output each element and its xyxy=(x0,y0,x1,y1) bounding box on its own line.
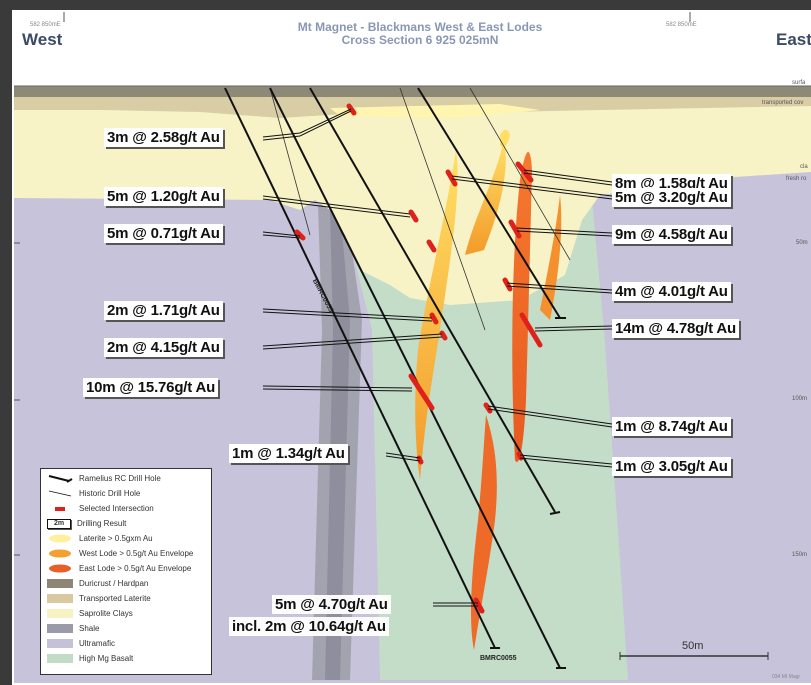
ultramafic-swatch xyxy=(47,639,73,649)
rc-drill-hole-icon xyxy=(47,474,73,484)
historic-drill-hole-1 xyxy=(399,87,486,331)
title-line-2: Cross Section 6 925 025mN xyxy=(341,33,499,47)
legend-item: Ramelius RC Drill Hole xyxy=(47,473,161,485)
legend-item: Saprolite Clays xyxy=(47,608,133,620)
historic-drill-hole-icon xyxy=(47,489,73,498)
laterite-icon xyxy=(47,534,73,543)
selected-intersections xyxy=(294,103,543,614)
basalt-swatch xyxy=(47,654,73,664)
transported-cover-label: transported cov xyxy=(762,100,804,106)
legend-item: High Mg Basalt xyxy=(47,653,133,665)
legend: Ramelius RC Drill Hole Historic Drill Ho… xyxy=(40,468,212,675)
rl-150-label: 150m xyxy=(792,552,808,558)
result-label: 1m @ 1.34g/t Au xyxy=(229,444,348,463)
east-lode-envelope-3 xyxy=(471,415,497,650)
result-label: 2m @ 4.15g/t Au xyxy=(104,338,223,357)
rc-drill-hole-4 xyxy=(417,87,561,319)
historic-drill-hole-2 xyxy=(469,87,571,261)
duricrust-swatch xyxy=(47,579,73,589)
result-label: 1m @ 3.05g/t Au xyxy=(612,457,731,476)
transported-laterite-swatch xyxy=(47,594,73,604)
rl-100-label: 100m xyxy=(792,396,808,402)
result-label: 1m @ 8.74g/t Au xyxy=(612,417,731,436)
result-label: 9m @ 4.58g/t Au xyxy=(612,225,731,244)
legend-item: Selected Intersection xyxy=(47,503,154,515)
legend-item: Transported Laterite xyxy=(47,593,151,605)
legend-item: Laterite > 0.5gxm Au xyxy=(47,533,153,545)
rl-50-label: 50m xyxy=(796,240,808,246)
result-label: 4m @ 4.01g/t Au xyxy=(612,282,731,301)
result-label: incl. 2m @ 10.64g/t Au xyxy=(229,617,389,636)
rc-drill-hole-3 xyxy=(309,87,556,513)
fresh-rock-label: fresh ro xyxy=(786,176,807,182)
legend-item: Shale xyxy=(47,623,99,635)
result-label: 2m @ 1.71g/t Au xyxy=(104,301,223,320)
footer-reference: 034 Mt Magr xyxy=(772,674,801,680)
saprolite-swatch xyxy=(47,609,73,619)
result-label: 5m @ 0.71g/t Au xyxy=(104,224,223,243)
easting-label-right: 582 850mE xyxy=(666,22,697,28)
saprolite-unit xyxy=(14,106,811,305)
duricrust-unit xyxy=(14,86,811,97)
result-label: 5m @ 1.20g/t Au xyxy=(104,187,223,206)
clay-label: cla xyxy=(800,164,808,170)
shale-swatch xyxy=(47,624,73,634)
result-label: 5m @ 3.20g/t Au xyxy=(612,188,731,207)
easting-label-left: 582 850mE xyxy=(30,22,61,28)
legend-item: East Lode > 0.5g/t Au Envelope xyxy=(47,563,191,575)
historic-drill-hole-3 xyxy=(269,87,311,236)
rc-drill-hole-1 xyxy=(224,87,496,649)
surface-label: surfa xyxy=(792,80,806,86)
scale-bar xyxy=(619,652,769,660)
drill-hole-label: BMRC0055 xyxy=(480,655,517,662)
west-label: West xyxy=(22,30,63,49)
result-label: 10m @ 15.76g/t Au xyxy=(83,378,219,397)
laterite-lens xyxy=(330,104,540,118)
leader-lines xyxy=(262,108,613,607)
legend-item: Duricrust / Hardpan xyxy=(47,578,148,590)
result-label: 14m @ 4.78g/t Au xyxy=(612,319,739,338)
result-label: 3m @ 2.58g/t Au xyxy=(104,128,223,147)
header-band xyxy=(12,10,811,86)
figure-title: Mt Magnet - Blackmans West & East Lodes … xyxy=(200,21,640,47)
drilling-result-icon: 2m xyxy=(47,518,71,529)
result-label: 5m @ 4.70g/t Au xyxy=(272,595,391,614)
legend-item: West Lode > 0.5g/t Au Envelope xyxy=(47,548,193,560)
scale-label: 50m xyxy=(682,640,704,652)
intersection-icon xyxy=(47,504,73,513)
title-line-1: Mt Magnet - Blackmans West & East Lodes xyxy=(297,20,543,34)
east-lode-icon xyxy=(47,564,73,573)
west-lode-icon xyxy=(47,549,73,558)
east-label: East xyxy=(776,30,811,49)
legend-item: Ultramafic xyxy=(47,638,115,650)
legend-item: Historic Drill Hole xyxy=(47,488,140,500)
